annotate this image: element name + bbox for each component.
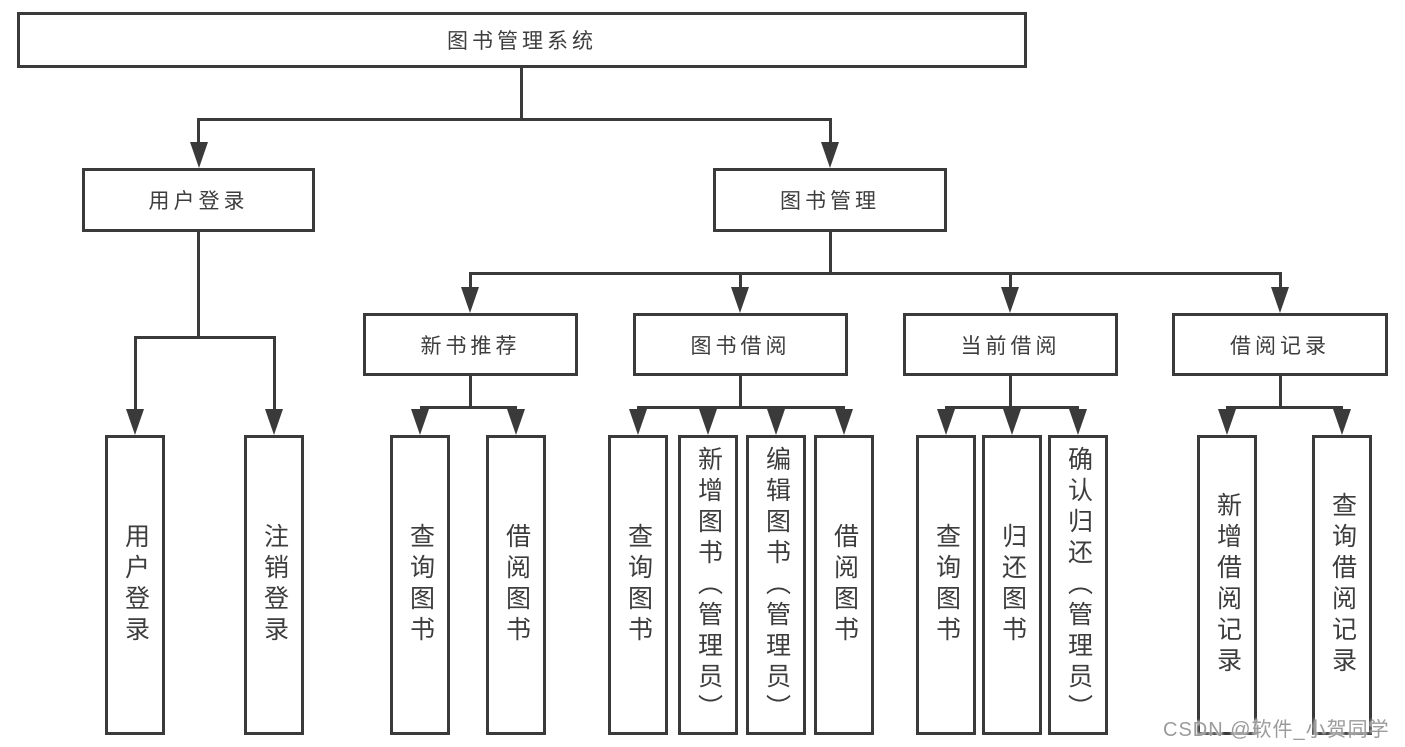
- leaf-bb-edit-books-admin: 编辑图书（管理员）: [746, 435, 806, 735]
- leaf-bb-add-books-admin: 新增图书（管理员）: [678, 435, 738, 735]
- node-borrow-records-label: 借阅记录: [1230, 334, 1330, 358]
- arrow-down-icon: [937, 409, 955, 435]
- arrow-down-icon: [731, 287, 749, 313]
- arrow-down-icon: [767, 409, 785, 435]
- connector-book-borrow-group-horizontal: [637, 406, 845, 409]
- node-new-book-recommend-label: 新书推荐: [420, 334, 521, 358]
- leaf-user-login-label: 用户登录: [121, 523, 150, 647]
- leaf-bb-query-books: 查询图书: [608, 435, 668, 735]
- arrow-down-icon: [1003, 409, 1021, 435]
- arrow-down-icon: [461, 287, 479, 313]
- arrow-down-icon: [507, 409, 525, 435]
- node-book-management: 图书管理: [713, 168, 947, 232]
- connector-user-login-vertical: [197, 232, 200, 338]
- node-new-book-recommend: 新书推荐: [363, 313, 578, 376]
- node-user-login: 用户登录: [82, 168, 315, 232]
- node-book-borrow: 图书借阅: [633, 313, 848, 376]
- connector-user-login-stub: [197, 118, 200, 144]
- arrow-down-icon: [835, 409, 853, 435]
- connector-new-book-vertical: [469, 376, 472, 408]
- connector-level2-stub: [1279, 272, 1282, 290]
- arrow-down-icon: [190, 142, 208, 168]
- connector-current-borrow-vertical: [1009, 376, 1012, 408]
- connector-new-book-group-horizontal: [420, 406, 517, 409]
- leaf-br-add-record: 新增借阅记录: [1197, 435, 1257, 735]
- node-root: 图书管理系统: [17, 12, 1027, 68]
- connector-book-borrow-vertical: [739, 376, 742, 408]
- leaf-bb-query-books-label: 查询图书: [624, 523, 653, 647]
- connector-leaf-stub: [273, 336, 276, 410]
- node-root-label: 图书管理系统: [447, 30, 597, 53]
- arrow-down-icon: [411, 409, 429, 435]
- leaf-bb-edit-books-admin-label: 编辑图书（管理员）: [762, 445, 791, 725]
- arrow-down-icon: [1333, 409, 1351, 435]
- arrow-down-icon: [699, 409, 717, 435]
- leaf-nb-borrow-books: 借阅图书: [486, 435, 546, 735]
- connector-root-vertical: [520, 67, 523, 119]
- connector-current-borrow-group-horizontal: [945, 406, 1079, 409]
- connector-borrow-records-group-horizontal: [1226, 406, 1343, 409]
- leaf-nb-borrow-books-label: 借阅图书: [502, 523, 531, 647]
- leaf-cb-query-books: 查询图书: [916, 435, 976, 735]
- leaf-cb-confirm-return-admin-label: 确认归还（管理员）: [1064, 445, 1093, 725]
- arrow-down-icon: [1069, 409, 1087, 435]
- leaf-bb-borrow-books-label: 借阅图书: [830, 523, 859, 647]
- connector-book-management-vertical: [829, 232, 832, 274]
- connector-level2-horizontal: [470, 272, 1282, 275]
- arrow-down-icon: [1271, 287, 1289, 313]
- node-book-management-label: 图书管理: [780, 190, 880, 213]
- leaf-br-query-record-label: 查询借阅记录: [1328, 492, 1357, 678]
- leaf-bb-add-books-admin-label: 新增图书（管理员）: [694, 445, 723, 725]
- watermark: CSDN @软件_小贺同学: [1163, 719, 1390, 741]
- connector-user-login-group-horizontal: [134, 336, 276, 339]
- node-user-login-label: 用户登录: [148, 190, 249, 213]
- leaf-bb-borrow-books: 借阅图书: [814, 435, 874, 735]
- leaf-logout-login-label: 注销登录: [260, 523, 289, 647]
- connector-level2-stub: [739, 272, 742, 290]
- node-borrow-records: 借阅记录: [1172, 313, 1388, 376]
- connector-level2-stub: [1009, 272, 1012, 290]
- leaf-br-add-record-label: 新增借阅记录: [1213, 492, 1242, 678]
- connector-leaf-stub: [134, 336, 137, 410]
- arrow-down-icon: [1218, 409, 1236, 435]
- arrow-down-icon: [265, 409, 283, 435]
- node-current-borrow-label: 当前借阅: [960, 334, 1061, 358]
- arrow-down-icon: [126, 409, 144, 435]
- arrow-down-icon: [1001, 287, 1019, 313]
- connector-level1-horizontal: [197, 118, 832, 121]
- connector-book-management-stub: [829, 118, 832, 144]
- leaf-cb-confirm-return-admin: 确认归还（管理员）: [1048, 435, 1108, 735]
- node-current-borrow: 当前借阅: [903, 313, 1118, 376]
- leaf-br-query-record: 查询借阅记录: [1312, 435, 1372, 735]
- arrow-down-icon: [821, 142, 839, 168]
- leaf-user-login: 用户登录: [105, 435, 165, 735]
- connector-borrow-records-vertical: [1279, 376, 1282, 408]
- leaf-cb-return-books-label: 归还图书: [998, 523, 1027, 647]
- connector-level2-stub: [469, 272, 472, 290]
- leaf-cb-return-books: 归还图书: [982, 435, 1042, 735]
- leaf-nb-query-books-label: 查询图书: [406, 523, 435, 647]
- leaf-cb-query-books-label: 查询图书: [932, 523, 961, 647]
- arrow-down-icon: [629, 409, 647, 435]
- leaf-logout-login: 注销登录: [244, 435, 304, 735]
- node-book-borrow-label: 图书借阅: [690, 334, 791, 358]
- leaf-nb-query-books: 查询图书: [390, 435, 450, 735]
